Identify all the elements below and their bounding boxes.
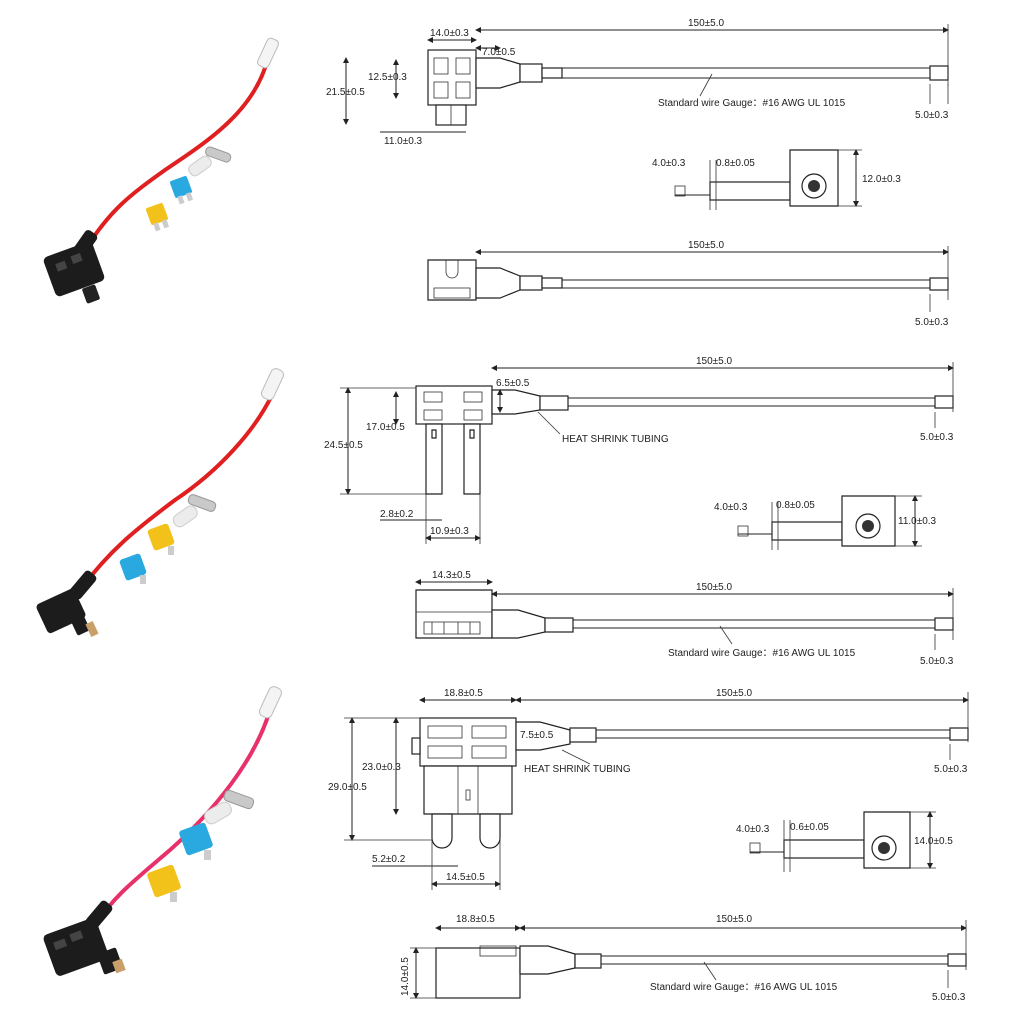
side-width: 14.3±0.5 <box>432 570 471 581</box>
photo-mini-fuse-tap <box>36 368 284 638</box>
dim-length: 150±5.0 <box>716 688 753 699</box>
pink-wire <box>93 709 272 927</box>
photo-standard-fuse-tap <box>43 686 282 976</box>
section-2-side-view <box>415 579 954 650</box>
dim-slot-offset: 7.0±0.5 <box>482 47 516 58</box>
metal-connector <box>205 146 232 163</box>
metal-connector <box>223 789 255 810</box>
dim-length: 150±5.0 <box>696 356 733 367</box>
side-end: 5.0±0.3 <box>932 992 966 1003</box>
section-1-top-view <box>343 24 949 133</box>
red-wire <box>83 57 270 252</box>
wire-terminal <box>258 686 282 719</box>
dim-blade-width: 11.0±0.3 <box>384 136 423 147</box>
wire-terminal <box>257 37 279 69</box>
dim-width: 14.0±0.3 <box>430 28 469 39</box>
clear-cap <box>172 505 198 528</box>
dim-blade-gap: 2.8±0.2 <box>380 509 414 520</box>
dim-width: 18.8±0.5 <box>444 688 483 699</box>
terminal-length: 4.0±0.3 <box>736 824 770 835</box>
section-3-side-view <box>410 920 967 999</box>
black-sleeve <box>69 570 97 600</box>
fuse-holder-body <box>36 588 99 638</box>
terminal-height: 14.0±0.5 <box>914 836 953 847</box>
dim-end: 5.0±0.3 <box>920 432 954 443</box>
heat-shrink-note: HEAT SHRINK TUBING <box>524 764 631 775</box>
terminal-height: 12.0±0.3 <box>862 174 901 185</box>
dim-total-height: 24.5±0.5 <box>324 440 363 451</box>
section-2-top-view <box>340 362 954 544</box>
wire-gauge-note: Standard wire Gauge：#16 AWG UL 1015 <box>650 982 838 993</box>
section-2-terminal-view <box>737 495 922 550</box>
dim-length: 150±5.0 <box>688 18 725 29</box>
yellow-fuse <box>147 523 175 555</box>
terminal-thickness: 0.6±0.05 <box>790 822 829 833</box>
side-length: 150±5.0 <box>696 582 733 593</box>
blue-fuse <box>179 822 213 860</box>
side-end: 5.0±0.3 <box>915 317 949 328</box>
fuse-holder-body <box>43 241 105 304</box>
blue-fuse <box>170 176 194 205</box>
terminal-length: 4.0±0.3 <box>714 502 748 513</box>
side-length: 150±5.0 <box>716 914 753 925</box>
photo-low-profile-fuse-tap <box>43 37 279 304</box>
dim-blade-width: 14.5±0.5 <box>446 872 485 883</box>
side-length: 150±5.0 <box>688 240 725 251</box>
dim-slot-height: 12.5±0.3 <box>368 72 407 83</box>
dim-blade-gap: 5.2±0.2 <box>372 854 406 865</box>
metal-connector <box>187 494 217 512</box>
dim-blade-width: 10.9±0.3 <box>430 526 469 537</box>
red-wire <box>78 394 274 592</box>
dim-slot-height: 23.0±0.3 <box>362 762 401 773</box>
dim-total-height: 29.0±0.5 <box>328 782 367 793</box>
clear-cap <box>188 155 212 177</box>
terminal-height: 11.0±0.3 <box>898 516 937 527</box>
side-width: 18.8±0.5 <box>456 914 495 925</box>
wire-terminal <box>260 368 284 401</box>
terminal-length: 4.0±0.3 <box>652 158 686 169</box>
section-1-terminal-view <box>674 149 862 210</box>
dim-end: 5.0±0.3 <box>934 764 968 775</box>
terminal-thickness: 0.8±0.05 <box>776 500 815 511</box>
terminal-thickness: 0.8±0.05 <box>716 158 755 169</box>
wire-gauge-note: Standard wire Gauge：#16 AWG UL 1015 <box>658 98 846 109</box>
side-end: 5.0±0.3 <box>920 656 954 667</box>
section-3-top-view <box>344 692 969 890</box>
clear-cap <box>204 801 232 825</box>
dim-total-height: 21.5±0.5 <box>326 87 365 98</box>
dim-slot-offset: 6.5±0.5 <box>496 378 530 389</box>
side-height: 14.0±0.5 <box>400 957 411 996</box>
dim-slot-offset: 7.5±0.5 <box>520 730 554 741</box>
yellow-fuse <box>147 864 181 902</box>
heat-shrink-note: HEAT SHRINK TUBING <box>562 434 669 445</box>
dim-slot-height: 17.0±0.5 <box>366 422 405 433</box>
wire-gauge-note: Standard wire Gauge：#16 AWG UL 1015 <box>668 648 856 659</box>
fuse-holder-body <box>43 918 126 976</box>
blue-fuse <box>119 553 147 584</box>
section-3-terminal-view <box>749 811 936 872</box>
dim-end: 5.0±0.3 <box>915 110 949 121</box>
section-1-side-view <box>427 246 949 312</box>
yellow-fuse <box>146 203 170 232</box>
